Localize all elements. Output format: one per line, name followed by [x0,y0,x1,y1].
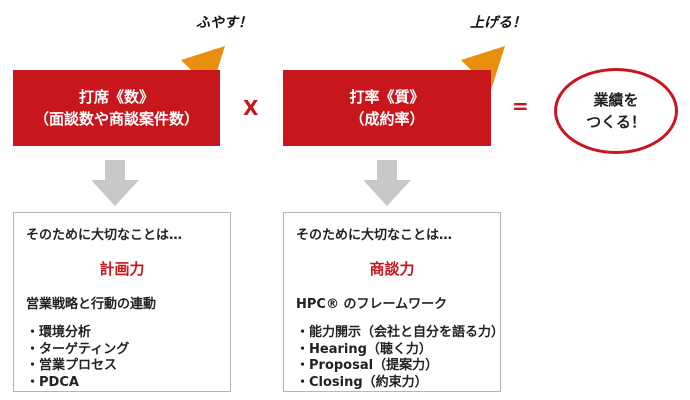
list-item: ・PDCA [26,374,79,390]
equals-sign: = [512,94,529,118]
list-item: ・営業プロセス [26,358,118,373]
batting-average-subtitle: （成約率） [349,110,425,128]
result-circle: 業績を つくる！ [554,68,678,154]
planning-skill-box: そのために大切なことは… 計画力 営業戦略と行動の連動 ・環境分析 ・ターゲティ… [13,212,231,392]
list-item: ・Proposal（提案力） [296,358,439,373]
planning-intro: そのために大切なことは… [26,228,183,243]
increase-label: ふやす！ [196,15,252,31]
list-item: ・Closing（約束力） [296,374,428,390]
list-item: ・環境分析 [26,325,92,340]
list-item: ・ターゲティング [26,341,130,357]
negotiation-skill-title: 商談力 [369,260,415,278]
list-item: ・能力開示（会社と自分を語る力） [296,325,505,340]
at-bats-box: 打席《数》 （面談数や商談案件数） [13,70,220,146]
result-line1: 業績を [593,91,639,109]
negotiation-subheading: HPC® のフレームワーク [296,297,448,312]
planning-list: ・環境分析 ・ターゲティング ・営業プロセス ・PDCA [26,325,129,391]
batting-average-title: 打率《質》 [349,88,425,106]
negotiation-intro: そのために大切なことは… [296,228,453,243]
multiply-sign: X [243,96,259,120]
planning-subheading: 営業戦略と行動の連動 [26,297,157,312]
at-bats-title: 打席《数》 [78,88,154,106]
raise-label: 上げる！ [470,15,526,31]
planning-skill-title: 計画力 [99,260,145,278]
at-bats-subtitle: （面談数や商談案件数） [33,110,199,128]
negotiation-list: ・能力開示（会社と自分を語る力） ・Hearing（聴く力） ・Proposal… [296,325,504,391]
list-item: ・Hearing（聴く力） [296,341,432,357]
negotiation-skill-box: そのために大切なことは… 商談力 HPC® のフレームワーク ・能力開示（会社と… [283,212,504,392]
result-line2: つくる！ [586,113,646,131]
batting-average-box: 打率《質》 （成約率） [283,70,491,146]
